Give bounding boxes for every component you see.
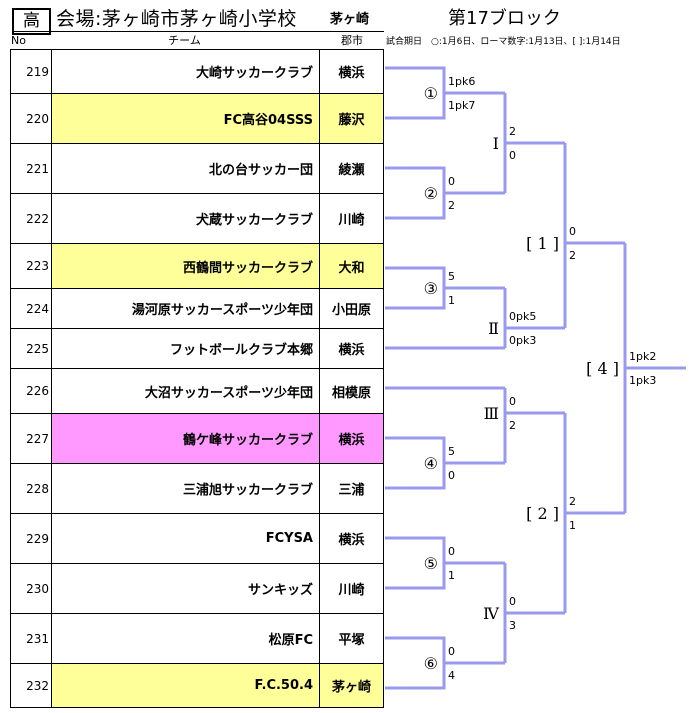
column-header-team: チーム xyxy=(168,34,201,47)
team-name: 松原FC xyxy=(51,613,320,664)
team-city: 川崎 xyxy=(319,193,384,244)
team-name: 鶴ケ峰サッカークラブ xyxy=(51,413,320,464)
team-name: FC高谷04SSS xyxy=(51,93,320,144)
score-bottom-r3: 2 xyxy=(509,419,516,432)
score-bottom-m6: 4 xyxy=(448,669,455,682)
score-top-r2: 0pk5 xyxy=(509,310,536,323)
score-top-m4: 5 xyxy=(448,445,455,458)
team-city: 茅ヶ崎 xyxy=(319,663,384,708)
match-label-r4: Ⅳ xyxy=(483,604,500,623)
match-label-f1: [ 4 ] xyxy=(586,359,619,378)
team-name: 北の台サッカー団 xyxy=(51,143,320,194)
team-number: 229 xyxy=(10,513,52,564)
match-label-s1: [ 1 ] xyxy=(526,234,559,253)
block-title: 第17ブロック xyxy=(448,8,561,29)
score-bottom-s2: 1 xyxy=(569,519,576,532)
team-name: サンキッズ xyxy=(51,563,320,614)
score-top-m2: 0 xyxy=(448,175,455,188)
team-city: 横浜 xyxy=(319,413,384,464)
score-bottom-m3: 1 xyxy=(448,294,455,307)
column-header-city: 郡市 xyxy=(341,34,363,47)
column-header-no: No xyxy=(11,34,26,47)
match-label-s2: [ 2 ] xyxy=(526,504,559,523)
score-top-r3: 0 xyxy=(509,395,516,408)
match-label-m5: ⑤ xyxy=(424,554,438,573)
team-city: 小田原 xyxy=(319,288,384,329)
team-number: 227 xyxy=(10,413,52,464)
match-label-r1: Ⅰ xyxy=(493,134,499,153)
score-top-s1: 0 xyxy=(569,225,576,238)
match-label-r2: Ⅱ xyxy=(488,319,499,338)
team-city: 三浦 xyxy=(319,463,384,514)
score-bottom-f1: 1pk3 xyxy=(629,374,656,387)
team-number: 232 xyxy=(10,663,52,708)
schedule-note: 試合期日 ○:1月6日、ローマ数字:1月13日、[ ]:1月14日 xyxy=(386,37,621,47)
score-bottom-s1: 2 xyxy=(569,249,576,262)
score-top-m1: 1pk6 xyxy=(448,75,475,88)
team-city: 綾瀬 xyxy=(319,143,384,194)
score-bottom-m5: 1 xyxy=(448,569,455,582)
title-underline xyxy=(12,31,384,32)
score-top-s2: 2 xyxy=(569,495,576,508)
score-top-r4: 0 xyxy=(509,595,516,608)
level-badge: 高 xyxy=(12,8,51,35)
score-top-m5: 0 xyxy=(448,545,455,558)
score-top-r1: 2 xyxy=(509,125,516,138)
score-top-f1: 1pk2 xyxy=(629,350,656,363)
venue-city: 茅ヶ崎 xyxy=(330,12,370,27)
team-number: 219 xyxy=(10,49,52,94)
team-name: 三浦旭サッカークラブ xyxy=(51,463,320,514)
score-bottom-r2: 0pk3 xyxy=(509,334,536,347)
score-bottom-m2: 2 xyxy=(448,199,455,212)
venue-title: 会場:茅ヶ崎市茅ヶ崎小学校 xyxy=(56,8,297,30)
team-city: 川崎 xyxy=(319,563,384,614)
score-bottom-m4: 0 xyxy=(448,469,455,482)
team-number: 230 xyxy=(10,563,52,614)
team-name: 西鶴間サッカークラブ xyxy=(51,243,320,289)
match-label-m3: ③ xyxy=(424,279,438,298)
score-top-m6: 0 xyxy=(448,645,455,658)
match-label-m1: ① xyxy=(424,84,438,103)
team-city: 大和 xyxy=(319,243,384,289)
team-number: 228 xyxy=(10,463,52,514)
team-name: F.C.50.4 xyxy=(51,663,320,708)
score-bottom-r4: 3 xyxy=(509,619,516,632)
team-name: 犬蔵サッカークラブ xyxy=(51,193,320,244)
team-name: 大崎サッカークラブ xyxy=(51,49,320,94)
score-bottom-m1: 1pk7 xyxy=(448,99,475,112)
match-label-r3: Ⅲ xyxy=(484,404,499,423)
team-name: FCYSA xyxy=(51,513,320,564)
team-number: 224 xyxy=(10,288,52,329)
score-bottom-r1: 0 xyxy=(509,149,516,162)
team-city: 相模原 xyxy=(319,368,384,414)
team-city: 横浜 xyxy=(319,49,384,94)
team-city: 横浜 xyxy=(319,328,384,369)
match-label-m6: ⑥ xyxy=(424,654,438,673)
team-number: 231 xyxy=(10,613,52,664)
match-label-m2: ② xyxy=(424,184,438,203)
score-top-m3: 5 xyxy=(448,270,455,283)
team-number: 223 xyxy=(10,243,52,289)
match-label-m4: ④ xyxy=(424,454,438,473)
